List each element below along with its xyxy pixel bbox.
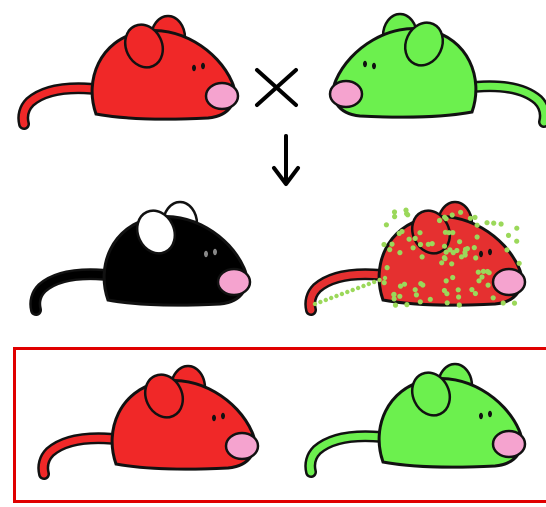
cross-symbol bbox=[252, 62, 302, 112]
green-parent-mouse bbox=[300, 8, 546, 138]
red-parent-mouse bbox=[18, 10, 268, 140]
down-arrow-icon bbox=[268, 132, 304, 192]
black-hybrid-mouse bbox=[30, 196, 280, 326]
spotted-hybrid-mouse bbox=[305, 196, 546, 326]
green-offspring-mouse bbox=[305, 358, 546, 488]
red-offspring-mouse bbox=[38, 360, 288, 490]
